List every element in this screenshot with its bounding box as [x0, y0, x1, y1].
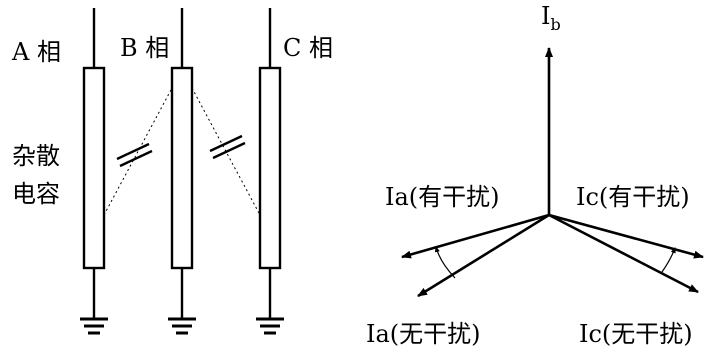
phase-a-label: A 相	[11, 38, 61, 66]
phase-c-bushing	[258, 66, 282, 270]
cap-ab-plate-2	[119, 149, 153, 168]
ic-clean-vector	[548, 213, 699, 294]
ic-disturbed-label: Ic(有干扰)	[576, 183, 690, 211]
stray-capacitance-label-line1: 杂散	[12, 142, 60, 170]
phasor-diagram: Ib Ia(有干扰) Ic(有干扰) Ia(无干扰) Ic(无干扰)	[366, 2, 704, 348]
ic-disturbed-vector	[548, 213, 704, 259]
ib-label: Ib	[541, 2, 561, 34]
phase-b-label: B 相	[120, 34, 169, 62]
phase-c-ground-icon	[256, 317, 284, 335]
ic-shift-arc	[661, 247, 676, 273]
ia-clean-vector	[417, 213, 550, 298]
circuit-diagram: A 相 B 相 C 相 杂散 电容	[11, 8, 333, 335]
ia-clean-label: Ia(无干扰)	[366, 320, 481, 348]
cap-bc-plate-2	[212, 141, 246, 160]
phase-a-conductor	[80, 8, 108, 335]
ia-disturbed-vector	[401, 213, 550, 259]
ia-disturbed-label: Ia(有干扰)	[385, 183, 500, 211]
phase-a-ground-icon	[80, 317, 108, 335]
phase-a-bushing	[82, 66, 106, 270]
phase-b-bushing	[170, 66, 194, 270]
stray-capacitor-bc	[191, 87, 261, 216]
phase-b-conductor	[168, 8, 196, 335]
stray-capacitor-ab	[103, 87, 173, 216]
ic-clean-label: Ic(无干扰)	[579, 320, 693, 348]
phase-c-label: C 相	[283, 34, 333, 62]
cap-ab-plate-1	[116, 142, 150, 161]
phase-b-ground-icon	[168, 317, 196, 335]
phase-c-conductor	[256, 8, 284, 335]
cap-bc-plate-1	[209, 134, 243, 153]
ia-shift-arc	[434, 246, 456, 279]
stray-capacitance-label-line2: 电容	[12, 180, 60, 208]
